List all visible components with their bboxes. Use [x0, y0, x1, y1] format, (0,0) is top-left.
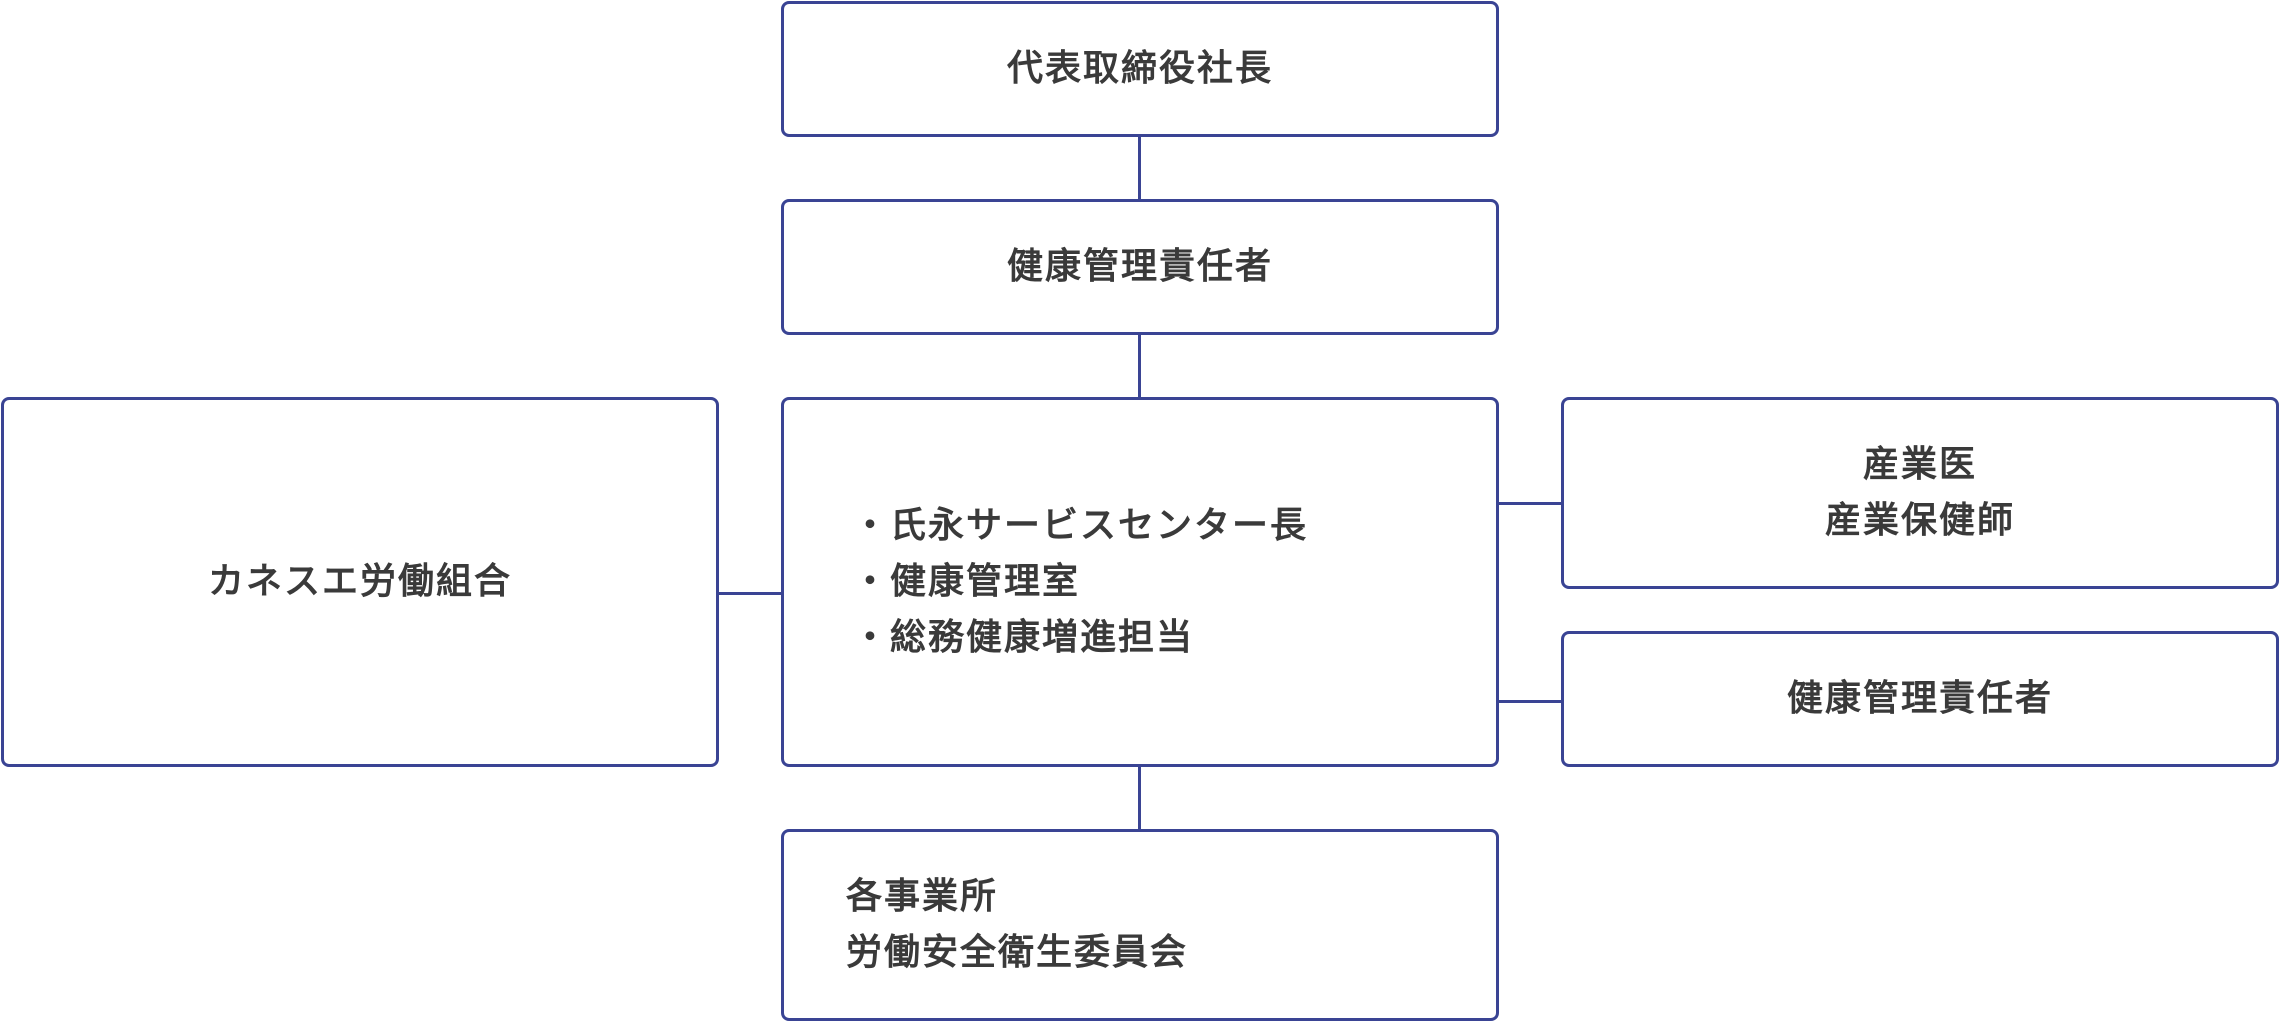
center-box: 氏永サービスセンター長 健康管理室 総務健康増進担当	[781, 397, 1499, 767]
union-label: カネスエ労働組合	[207, 561, 512, 602]
health-manager-top-label: 健康管理責任者	[1006, 246, 1273, 287]
center-item-service-center-head: 氏永サービスセンター長	[852, 498, 1308, 554]
center-item-health-office: 健康管理室	[852, 554, 1308, 610]
center-item-list: 氏永サービスセンター長 健康管理室 総務健康増進担当	[852, 498, 1308, 666]
occupational-physician-text: 産業医	[1862, 444, 1977, 485]
president-label: 代表取締役社長	[1006, 48, 1273, 89]
committee-box: 各事業所 労働安全衛生委員会	[781, 829, 1499, 1021]
connector-center-to-committee	[1138, 765, 1141, 831]
connector-union-to-center	[717, 592, 782, 595]
committee-name-text: 労働安全衛生委員会	[846, 932, 1189, 973]
connector-center-to-occupational	[1497, 502, 1562, 505]
connector-center-to-health-manager-right	[1497, 700, 1562, 703]
committee-label: 各事業所 労働安全衛生委員会	[846, 869, 1188, 981]
occupational-nurse-text: 産業保健師	[1824, 500, 2015, 541]
connector-manager-to-center	[1138, 333, 1141, 398]
health-manager-right-label: 健康管理責任者	[1786, 678, 2053, 719]
health-manager-right-box: 健康管理責任者	[1561, 631, 2279, 767]
connector-president-to-manager	[1138, 136, 1141, 200]
occupational-health-label: 産業医 産業保健師	[1825, 437, 2015, 549]
occupational-health-box: 産業医 産業保健師	[1561, 397, 2279, 589]
president-box: 代表取締役社長	[781, 1, 1499, 137]
health-manager-top-box: 健康管理責任者	[781, 199, 1499, 335]
committee-workplaces-text: 各事業所	[846, 876, 999, 917]
center-item-general-affairs: 総務健康増進担当	[852, 610, 1308, 666]
union-box: カネスエ労働組合	[1, 397, 719, 767]
